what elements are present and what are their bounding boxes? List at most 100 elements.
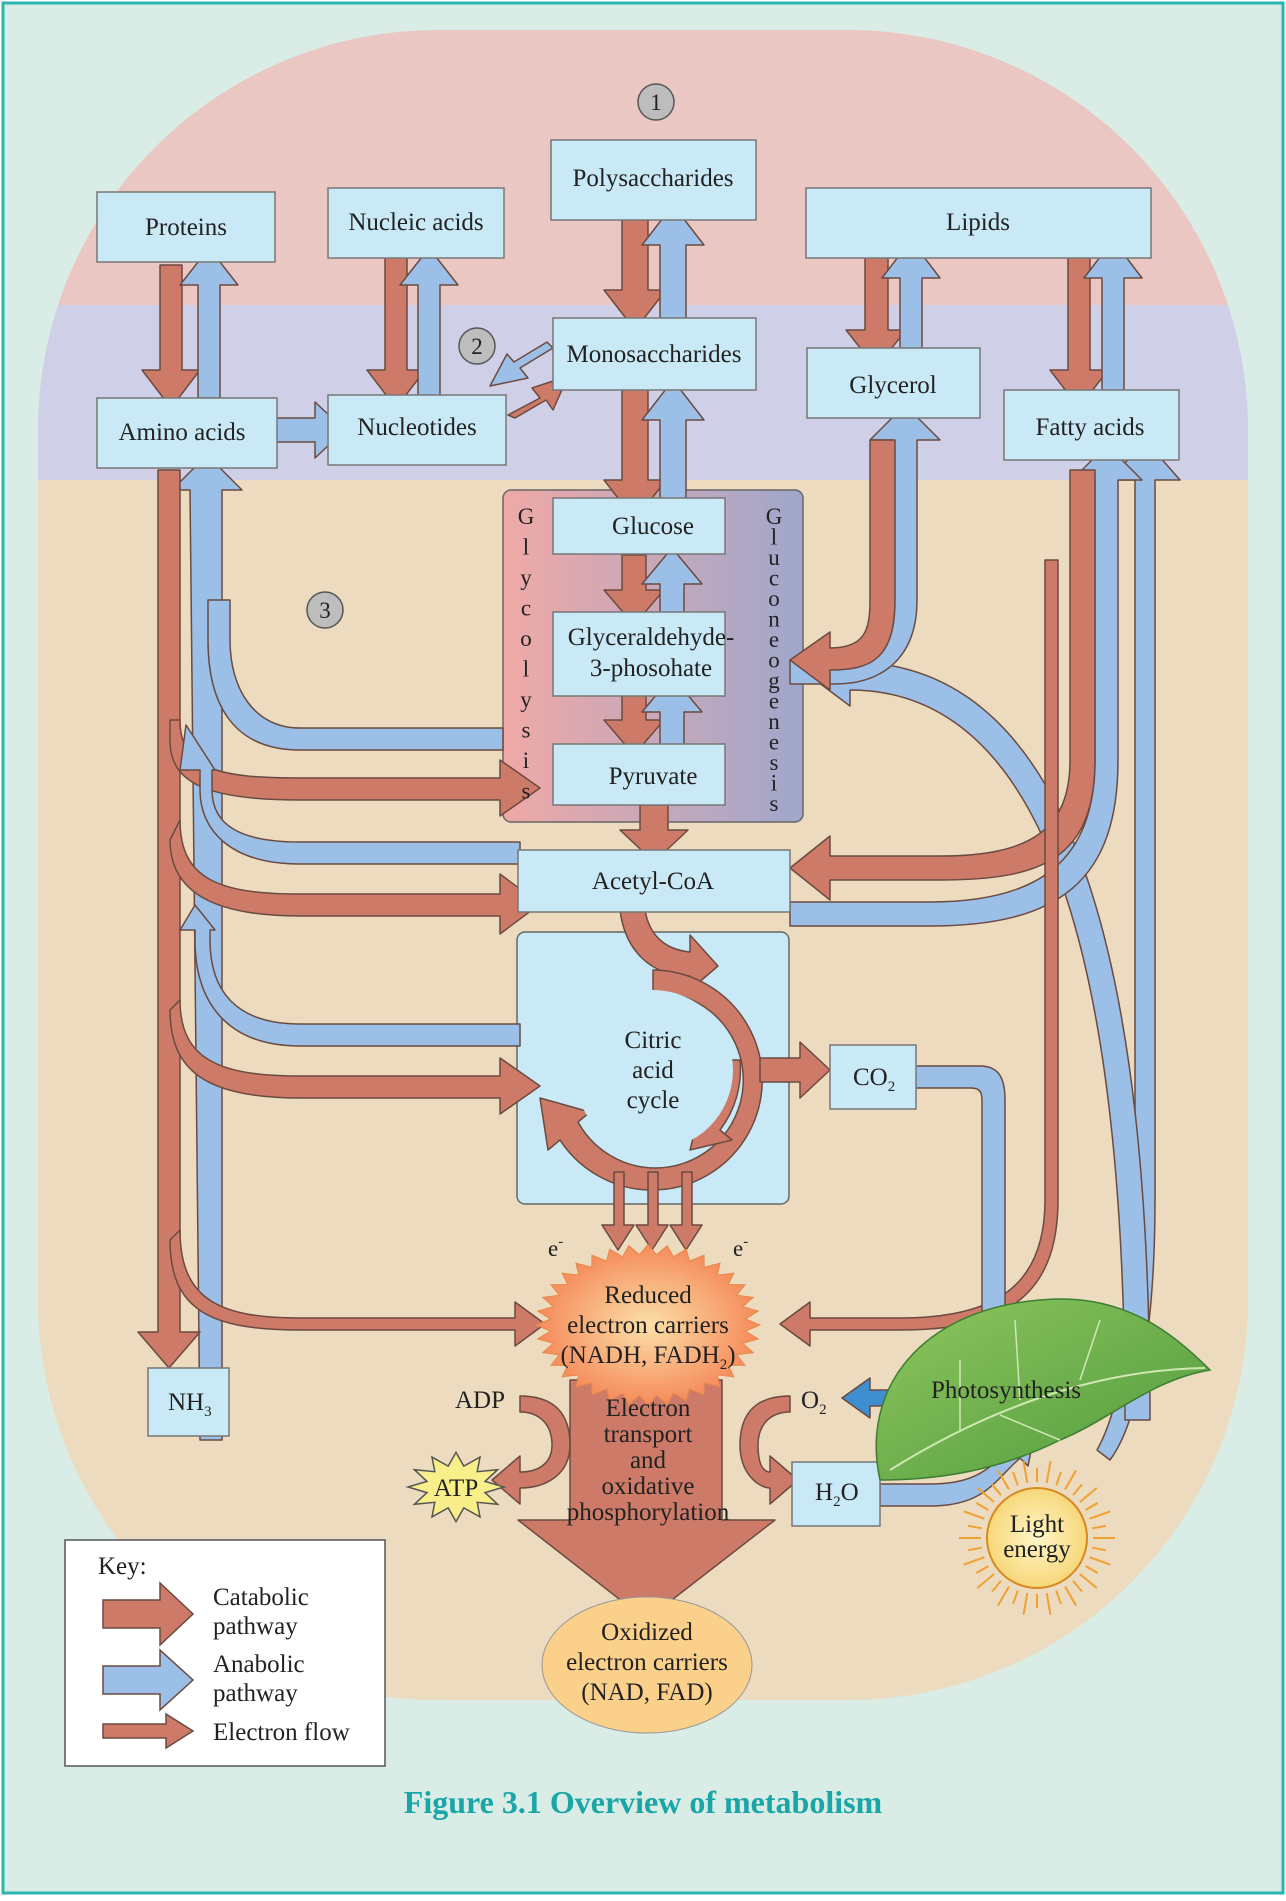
molecule-labels: Polysaccharides Proteins Nucleic acids L… bbox=[118, 165, 1144, 1114]
key-electron-arrow bbox=[102, 1712, 195, 1750]
g3p-to-glucose-arrow bbox=[641, 547, 703, 616]
label-h2o: H2O bbox=[815, 1479, 859, 1510]
transport-line5: phosphorylation bbox=[567, 1499, 730, 1526]
gluconeogenesis-letter: s bbox=[770, 791, 779, 816]
box-acetyl-coa bbox=[517, 849, 791, 913]
zone-2-label: 2 bbox=[471, 334, 483, 359]
atp-label: ATP bbox=[434, 1475, 478, 1502]
label-glycerol: Glycerol bbox=[849, 372, 937, 399]
citric-to-aminoacids-arrow bbox=[179, 904, 521, 1047]
reduced-line3: (NADH, FADH2) bbox=[560, 1342, 735, 1373]
sun-disc bbox=[986, 1487, 1088, 1589]
transport-line3: and bbox=[630, 1447, 667, 1474]
zone-2-marker bbox=[458, 327, 496, 365]
key-anabolic-line2: pathway bbox=[213, 1680, 298, 1707]
aminoacids-to-proteins-arrow bbox=[179, 247, 239, 399]
label-pyruvate: Pyruvate bbox=[609, 763, 698, 790]
fattyacids-to-lipids-arrow bbox=[1083, 239, 1143, 399]
zone-1-label: 1 bbox=[650, 90, 662, 115]
box-lipids bbox=[805, 187, 1152, 259]
g3p-to-pyruvate-arrow bbox=[603, 694, 665, 756]
acetylcoa-to-citric-arrow bbox=[619, 909, 719, 991]
label-o2: O2 bbox=[801, 1387, 827, 1418]
gluconeogenesis-letter: o bbox=[768, 648, 780, 673]
glycerol-to-lipids-arrow bbox=[881, 239, 941, 356]
zone-3-marker bbox=[306, 591, 344, 629]
box-h2o bbox=[791, 1461, 881, 1527]
zone-markers: 1 2 3 bbox=[306, 83, 675, 629]
label-nucleic-acids: Nucleic acids bbox=[348, 209, 483, 236]
electron-arrow-2 bbox=[635, 1171, 669, 1251]
gluconeogenesis-letter: e bbox=[769, 627, 779, 652]
box-nucleotides bbox=[327, 394, 507, 466]
box-nucleic-acids bbox=[327, 187, 505, 259]
gluconeogenesis-letter: e bbox=[769, 689, 779, 714]
label-glucose: Glucose bbox=[612, 513, 694, 540]
citric-to-co2-arrow bbox=[759, 1041, 831, 1099]
label-amino-acids: Amino acids bbox=[118, 419, 245, 446]
transport-line2: transport bbox=[604, 1421, 693, 1448]
polysaccharides-to-monosaccharides-arrow bbox=[603, 214, 667, 331]
box-fatty-acids bbox=[1003, 389, 1180, 461]
pyruvate-to-aminoacids-arrow bbox=[207, 599, 504, 751]
label-polysaccharides: Polysaccharides bbox=[572, 165, 733, 192]
gluconeogenesis-letter: G bbox=[766, 504, 783, 529]
oxidized-line1: Oxidized bbox=[601, 1619, 693, 1646]
transport-line4: oxidative bbox=[601, 1473, 694, 1500]
monosaccharides-to-polysaccharides-arrow bbox=[641, 204, 705, 321]
box-glucose bbox=[552, 497, 726, 555]
fattyacids-electron-flow bbox=[779, 559, 1059, 1347]
glycolysis-letter: G bbox=[518, 504, 535, 529]
key-legend: Key: Catabolic pathway Anabolic pathway … bbox=[64, 1539, 386, 1767]
box-glyceraldehyde bbox=[552, 611, 726, 697]
oxidized-line3: (NAD, FAD) bbox=[581, 1679, 712, 1706]
zone-3-label: 3 bbox=[319, 598, 331, 623]
electron-transport-text: Electron transport and oxidative phospho… bbox=[567, 1395, 730, 1526]
label-nh3: NH3 bbox=[168, 1389, 212, 1420]
h2o-to-photosynthesis-arrow bbox=[879, 1429, 1036, 1507]
glycolysis-letter: i bbox=[523, 748, 529, 773]
gluconeogenesis-letter: n bbox=[768, 607, 780, 632]
key-title: Key: bbox=[98, 1553, 147, 1580]
glycolysis-letter: l bbox=[523, 535, 529, 560]
glucose-to-g3p-arrow bbox=[603, 554, 665, 626]
aminoacids-electron-flow bbox=[169, 1229, 546, 1347]
key-electron-label: Electron flow bbox=[213, 1719, 350, 1746]
nucleotides-to-nucleicacids-arrow bbox=[399, 247, 459, 399]
reduced-line2: electron carriers bbox=[567, 1312, 729, 1339]
label-fatty-acids: Fatty acids bbox=[1035, 414, 1144, 441]
reduced-line1: Reduced bbox=[604, 1282, 692, 1309]
glycerol-to-g3p-arrow bbox=[789, 439, 896, 691]
label-nucleotides: Nucleotides bbox=[357, 414, 476, 441]
key-catabolic-line2: pathway bbox=[213, 1613, 298, 1640]
key-catabolic-line1: Catabolic bbox=[213, 1584, 309, 1611]
nucleicacids-to-nucleotides-arrow bbox=[366, 254, 426, 409]
electron-arrow-3 bbox=[669, 1171, 703, 1251]
electron-transport-arrow bbox=[517, 1379, 776, 1621]
oxidized-carriers-text: Oxidized electron carriers (NAD, FAD) bbox=[566, 1619, 728, 1706]
glycolysis-letter: c bbox=[521, 596, 531, 621]
reduced-carriers-text: Reduced electron carriers (NADH, FADH2) bbox=[560, 1282, 735, 1373]
reduced-carriers-burst bbox=[534, 1243, 762, 1407]
key-catabolic-arrow bbox=[102, 1581, 195, 1647]
aminoacids-to-acetylcoa-arrow bbox=[169, 819, 541, 935]
glycolysis-letter: s bbox=[522, 718, 531, 743]
aminoacids-to-citric-arrow bbox=[169, 999, 541, 1115]
electron-right-label: e- bbox=[733, 1234, 748, 1261]
zone-1-marker bbox=[637, 83, 675, 121]
glycolysis-letter: o bbox=[520, 626, 532, 651]
gluconeogenesis-letter: n bbox=[768, 709, 780, 734]
light-line1: Light bbox=[1010, 1511, 1064, 1538]
gluconeogenesis-letter: e bbox=[769, 730, 779, 755]
gluconeogenesis-letter: u bbox=[768, 545, 780, 570]
acetylcoa-to-fattyacids-arrow bbox=[789, 444, 1143, 927]
label-citric-2: acid bbox=[632, 1057, 674, 1084]
box-polysaccharides bbox=[550, 139, 757, 221]
citric-center bbox=[573, 990, 733, 1150]
glycolysis-letter: l bbox=[523, 657, 529, 682]
label-citric-1: Citric bbox=[625, 1027, 682, 1054]
gluconeogenesis-letter: g bbox=[768, 668, 780, 693]
